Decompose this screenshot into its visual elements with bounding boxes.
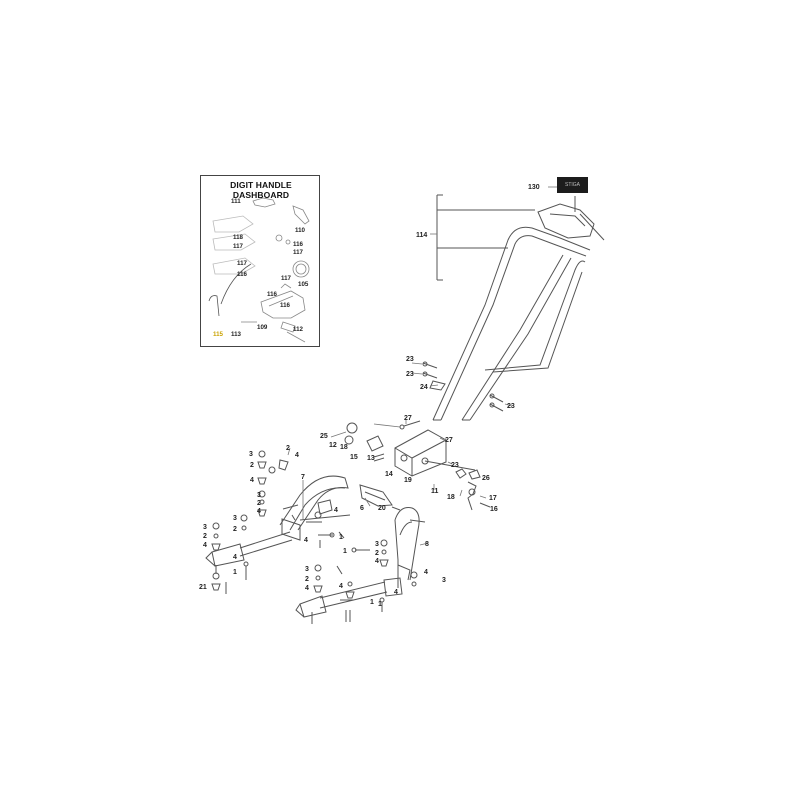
callout-25: 25 [320,433,328,440]
callout-3: 3 [203,524,207,531]
inset-label-116: 116 [293,241,304,248]
callout-4: 4 [339,583,343,590]
callout-14: 14 [385,471,393,478]
inset-label-105: 105 [298,281,309,288]
callout-21: 21 [199,584,207,591]
callout-3: 3 [442,577,446,584]
inset-label-118: 118 [233,234,244,241]
callout-130: 130 [528,184,540,191]
callout-4: 4 [233,554,237,561]
inset-label-111: 111 [231,198,241,205]
inset-label-113: 113 [231,331,242,338]
callout-2: 2 [286,445,290,452]
callout-23: 23 [406,356,414,363]
inset-label-110: 110 [295,227,306,234]
inset-title: DIGIT HANDLE DASHBOARD [230,180,292,200]
callout-2: 2 [203,533,207,540]
inset-label-109: 109 [257,324,268,331]
callout-3: 3 [375,541,379,548]
callout-23: 23 [507,403,515,410]
callout-3: 3 [305,566,309,573]
callout-4: 4 [203,542,207,549]
callout-27: 27 [404,415,412,422]
inset-label-116: 116 [267,291,278,298]
inset-label-116: 116 [280,302,291,309]
callout-27: 27 [445,437,453,444]
callout-4: 4 [305,585,309,592]
handle-grip-assembly [537,196,605,241]
inset-label-117: 117 [233,243,244,250]
callout-4: 4 [257,508,261,515]
callout-3: 3 [249,451,253,458]
callout-11: 11 [431,488,439,495]
inset-label-112: 112 [293,326,304,333]
bolt-set-upper [422,361,504,412]
callout-4: 4 [424,569,428,576]
hardware-stacks [211,450,418,624]
callout-18: 18 [340,444,348,451]
brand-badge: STIGA [557,177,588,193]
callout-4: 4 [375,558,379,565]
callout-2: 2 [233,526,237,533]
dashboard-inset: DIGIT HANDLE DASHBOARD 111 118 116 [200,175,320,347]
callout-3: 3 [233,515,237,522]
callout-19: 19 [404,477,412,484]
callout-3: 3 [257,492,261,499]
callout-20: 20 [378,505,386,512]
callout-4: 4 [394,589,398,596]
callout-23: 23 [451,462,459,469]
inset-labels: 111 118 116 117 116 117 110 117 116 117 … [213,198,309,338]
callout-13: 13 [367,455,375,462]
callout-15: 15 [350,454,358,461]
callout-2: 2 [375,550,379,557]
frame-part-7 [205,475,351,567]
inset-label-116: 116 [237,271,248,278]
callout-114: 114 [416,232,427,239]
callout-1: 1 [233,569,237,576]
callout-4: 4 [295,452,299,459]
callout-12: 12 [329,442,337,449]
callout-1: 1 [378,601,382,608]
inset-label-117: 117 [293,249,304,256]
callout-23: 23 [406,371,414,378]
callout-17: 17 [489,495,497,502]
callout-1: 1 [370,599,374,606]
callout-2: 2 [250,462,254,469]
bracket-114 [436,194,535,281]
callout-4: 4 [304,537,308,544]
callout-1: 1 [343,548,347,555]
callout-16: 16 [490,506,498,513]
callout-2: 2 [257,500,261,507]
callout-6: 6 [360,505,364,512]
inset-label-117: 117 [281,275,292,282]
callout-26: 26 [482,475,490,482]
callout-7: 7 [301,474,305,481]
callout-4: 4 [334,507,338,514]
callout-8: 8 [425,541,429,548]
inset-label-115: 115 [213,331,224,338]
callout-24: 24 [420,384,428,391]
inset-drawing [208,197,310,343]
callout-18: 18 [447,494,455,501]
inset-label-117: 117 [237,260,248,267]
callout-4: 4 [250,477,254,484]
handle-bar [432,226,591,421]
callout-1: 1 [339,534,343,541]
callout-2: 2 [305,576,309,583]
